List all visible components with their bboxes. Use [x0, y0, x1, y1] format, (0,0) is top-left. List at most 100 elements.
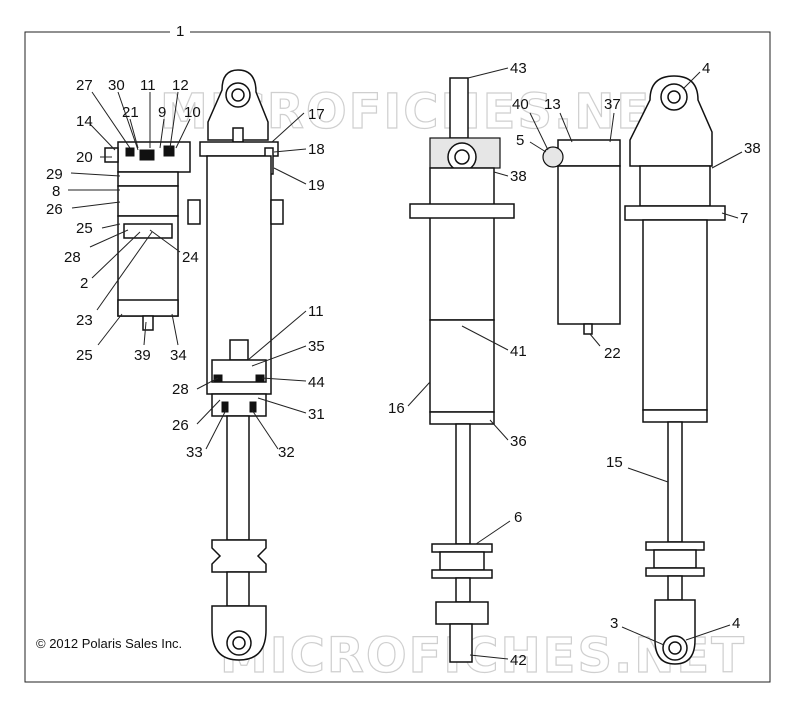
callout-36: 36	[510, 433, 527, 450]
reservoir-bridge	[557, 139, 621, 167]
callout-22: 22	[604, 345, 621, 362]
callout-26-left: 26	[46, 201, 63, 218]
callout-24: 24	[182, 249, 199, 266]
body-lower	[429, 319, 495, 413]
seal-right	[249, 401, 257, 413]
shaft-lower	[226, 571, 250, 607]
adjuster-dial-center	[454, 149, 470, 165]
seal-left	[221, 401, 229, 413]
callout-labels: 1 27 30 11 12 14 21 9 10 20 29 8 26 25 2…	[46, 23, 761, 669]
callout-4-bottom: 4	[732, 615, 740, 632]
callout-1: 1	[176, 23, 184, 40]
callout-42: 42	[510, 652, 527, 669]
bumper-mid	[439, 551, 485, 571]
bump-stop	[211, 539, 267, 573]
seal-cap	[429, 411, 495, 425]
reservoir-lower-cap	[117, 299, 179, 317]
callout-4-top: 4	[702, 60, 710, 77]
spring-collar-3	[624, 205, 726, 221]
callout-14: 14	[76, 113, 93, 130]
top-mount-tab	[449, 77, 469, 139]
leader-lines	[68, 67, 743, 660]
callout-3: 3	[610, 615, 618, 632]
bottom-bushing-3-center	[668, 641, 682, 655]
reservoir-knob	[542, 146, 564, 168]
callout-10: 10	[184, 104, 201, 121]
adjuster-knob-1	[125, 147, 135, 157]
reservoir-valve	[583, 323, 593, 335]
reservoir-assembly	[104, 141, 191, 331]
callout-27: 27	[76, 77, 93, 94]
body-3	[642, 219, 708, 411]
copyright-notice: © 2012 Polaris Sales Inc.	[36, 636, 182, 651]
lower-mount-block	[435, 601, 489, 625]
callout-5: 5	[516, 132, 524, 149]
callout-16: 16	[388, 400, 405, 417]
callout-15: 15	[606, 454, 623, 471]
callout-7: 7	[740, 210, 748, 227]
callout-6: 6	[514, 509, 522, 526]
reservoir-end-cap	[117, 171, 179, 187]
callout-19: 19	[308, 177, 325, 194]
callout-25-top: 25	[76, 220, 93, 237]
callout-18: 18	[308, 141, 325, 158]
callout-34: 34	[170, 347, 187, 364]
top-eyelet-3	[629, 75, 713, 167]
bottom-bushing-center	[232, 636, 246, 650]
callout-11-body: 11	[308, 303, 324, 320]
callout-28-body: 28	[172, 381, 189, 398]
seal-head	[211, 393, 267, 417]
adjuster-knob-3	[163, 145, 175, 157]
reservoir-3	[557, 165, 621, 325]
callout-37: 37	[604, 96, 621, 113]
callout-32: 32	[278, 444, 295, 461]
callout-38-right: 38	[744, 140, 761, 157]
callout-41: 41	[510, 343, 527, 360]
reservoir-upper	[117, 185, 179, 217]
piston-nut	[229, 339, 249, 361]
callout-35: 35	[308, 338, 325, 355]
callout-30: 30	[108, 77, 125, 94]
floating-piston	[123, 223, 173, 239]
callout-21: 21	[122, 104, 139, 121]
callout-40: 40	[512, 96, 529, 113]
callout-23: 23	[76, 312, 93, 329]
callout-9: 9	[158, 104, 166, 121]
bleed-screw	[232, 127, 244, 143]
bumper-3-mid	[653, 549, 697, 569]
bumper-bottom	[431, 569, 493, 579]
spring-collar-right	[270, 199, 284, 225]
top-bushing-center	[231, 88, 245, 102]
callout-11: 11	[140, 77, 156, 94]
callout-26-body: 26	[172, 417, 189, 434]
frame-border	[24, 31, 771, 683]
callout-29: 29	[46, 166, 63, 183]
shaft-side	[455, 423, 471, 545]
callout-43: 43	[510, 60, 527, 77]
callout-25-bottom: 25	[76, 347, 93, 364]
body	[429, 167, 495, 321]
lower-mount-tab	[449, 623, 473, 663]
callout-12: 12	[172, 77, 189, 94]
shock-assembly-with-reservoir	[542, 75, 726, 665]
bumper-3-bottom	[645, 567, 705, 577]
callout-8: 8	[52, 183, 60, 200]
top-bushing-3-center	[667, 90, 681, 104]
callout-20: 20	[76, 149, 93, 166]
callout-28-left: 28	[64, 249, 81, 266]
shaft	[226, 415, 250, 541]
callout-13: 13	[544, 96, 561, 113]
callout-38-mid: 38	[510, 168, 527, 185]
callout-33: 33	[186, 444, 203, 461]
callout-39: 39	[134, 347, 151, 364]
adjuster-screw	[104, 147, 119, 163]
schrader-valve	[142, 315, 154, 331]
bumper-top	[431, 543, 493, 553]
spring-collar-left	[187, 199, 201, 225]
bumper-3-top	[645, 541, 705, 551]
callout-31: 31	[308, 406, 325, 423]
shock-assembly-cutaway	[187, 69, 284, 661]
body-3-upper	[639, 165, 711, 207]
spring-collar	[409, 203, 515, 219]
